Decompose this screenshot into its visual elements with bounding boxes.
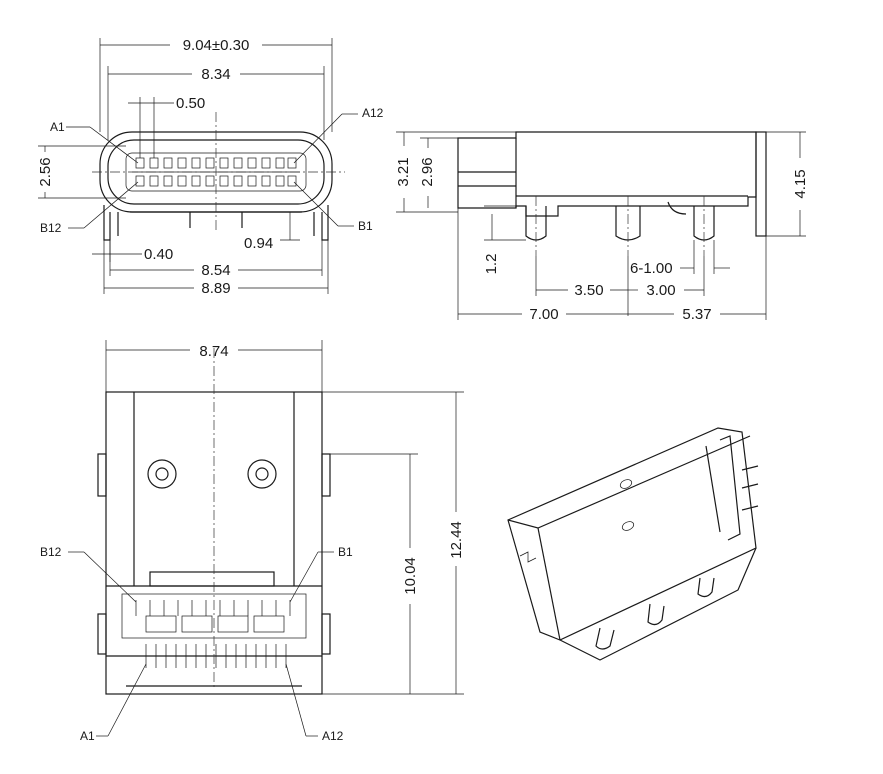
dim-label: 2.56 bbox=[37, 157, 54, 186]
side-dim-tab-spacing: 3.50 3.00 bbox=[535, 256, 705, 316]
dim-label: 8.74 bbox=[199, 343, 228, 360]
top-pin-a1: A1 bbox=[80, 663, 147, 743]
dim-label: 0.40 bbox=[144, 246, 173, 263]
side-dim-lengths: 7.00 5.37 bbox=[457, 208, 767, 323]
front-contacts bbox=[135, 157, 297, 187]
dim-label: 8.34 bbox=[201, 66, 230, 83]
top-dim-width: 8.74 bbox=[105, 340, 323, 392]
side-dim-overall-height: 4.15 bbox=[766, 131, 809, 237]
pin-label: A12 bbox=[362, 106, 384, 120]
dim-label: 6-1.00 bbox=[630, 260, 673, 277]
dim-label: 2.96 bbox=[419, 157, 436, 186]
dim-label: 10.04 bbox=[402, 557, 419, 595]
dim-label: 8.89 bbox=[201, 280, 230, 297]
side-dim-height-2: 2.96 bbox=[419, 137, 458, 208]
side-dim-tab-length: 1.2 bbox=[483, 205, 526, 275]
front-dim-leg-span-outer: 8.89 bbox=[103, 240, 329, 297]
front-dim-height: 2.56 bbox=[37, 145, 126, 199]
dim-label: 3.00 bbox=[646, 282, 675, 299]
dim-label: 3.21 bbox=[395, 157, 412, 186]
front-dim-shell-width: 8.34 bbox=[107, 66, 325, 140]
dim-label: 4.15 bbox=[792, 169, 809, 198]
dim-label: 5.37 bbox=[682, 306, 711, 323]
pin-label: B1 bbox=[358, 219, 373, 233]
dim-label: 1.2 bbox=[483, 254, 500, 275]
pin-label: A1 bbox=[50, 120, 65, 134]
pin-label: A1 bbox=[80, 729, 95, 743]
isometric-view bbox=[507, 427, 759, 661]
front-dim-pin-pitch: 0.50 bbox=[128, 95, 205, 158]
dim-label: 3.50 bbox=[574, 282, 603, 299]
dim-label: 12.44 bbox=[448, 521, 465, 559]
front-pin-a12: A12 bbox=[293, 106, 384, 164]
front-dim-leg-height: 0.94 bbox=[244, 211, 300, 252]
pin-label: A12 bbox=[322, 729, 344, 743]
front-dim-overall-width: 9.04±0.30 bbox=[99, 37, 333, 132]
top-pin-b12: B12 bbox=[40, 545, 137, 603]
side-dim-pin-width: 6-1.00 bbox=[630, 240, 730, 277]
top-view: 8.74 10.04 12.44 B12 B1 bbox=[40, 340, 465, 743]
front-dim-leg-span-inner: 8.54 bbox=[109, 240, 323, 279]
front-pin-a1: A1 bbox=[50, 120, 139, 164]
front-view: 9.04±0.30 8.34 0.50 2.56 A1 bbox=[37, 37, 384, 297]
front-dim-leg-width: 0.40 bbox=[92, 240, 173, 263]
top-dim-length-inner: 10.04 bbox=[322, 453, 419, 695]
pin-label: B1 bbox=[338, 545, 353, 559]
top-pin-a12: A12 bbox=[285, 663, 344, 743]
top-pin-b1: B1 bbox=[289, 545, 353, 603]
pin-label: B12 bbox=[40, 221, 62, 235]
dim-label: 7.00 bbox=[529, 306, 558, 323]
side-view: 3.21 2.96 4.15 1.2 bbox=[395, 131, 809, 323]
pin-label: B12 bbox=[40, 545, 62, 559]
front-pin-b12: B12 bbox=[40, 181, 139, 235]
front-pin-b1: B1 bbox=[293, 181, 373, 233]
side-body bbox=[457, 131, 767, 241]
dim-label: 9.04±0.30 bbox=[183, 37, 250, 54]
dim-label: 0.50 bbox=[176, 95, 205, 112]
side-dim-height-1: 3.21 bbox=[395, 131, 516, 213]
top-dim-length-overall: 12.44 bbox=[322, 391, 465, 695]
dim-label: 0.94 bbox=[244, 235, 273, 252]
dim-label: 8.54 bbox=[201, 262, 230, 279]
